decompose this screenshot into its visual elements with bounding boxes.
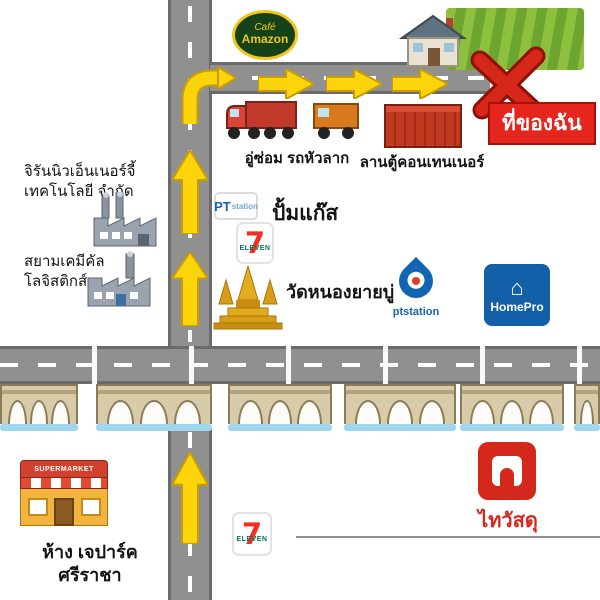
up-arrow (170, 250, 210, 331)
water (96, 424, 212, 431)
temple-label: วัดหนองยายบู่ (286, 282, 395, 302)
house-roof-icon (510, 277, 523, 300)
water (344, 424, 456, 431)
house-icon (396, 12, 470, 73)
my-place-label: ที่ของฉัน (488, 102, 596, 145)
pt-station-logo-large: ptstation (388, 256, 444, 318)
thaiwatsadu-logo (478, 442, 536, 500)
bridge (574, 384, 600, 424)
thaiwatsadu-label: ไทวัสดุ (478, 510, 538, 532)
water (460, 424, 564, 431)
factory-icon (86, 250, 152, 315)
supermarket-icon: SUPERMARKET (20, 460, 108, 526)
up-arrow (170, 148, 210, 239)
awning (20, 478, 108, 489)
water (0, 424, 78, 431)
door (54, 498, 74, 526)
trucks-image (222, 96, 362, 151)
right-arrow (257, 67, 317, 104)
bridge (228, 384, 332, 424)
road-segment-gaps (0, 346, 600, 384)
window (80, 498, 101, 516)
bridge (96, 384, 212, 424)
gas-station-label: ปั้มแก๊ส (272, 202, 339, 225)
truck-repair-label: อู่ซ่อม รถหัวลาก (244, 150, 350, 167)
window (27, 498, 48, 516)
factory-icon (92, 191, 158, 253)
rice-field-image (446, 8, 584, 70)
bridge (460, 384, 564, 424)
company-chemical-label: สยามเคมีคัล โลจิสติกส์ (24, 253, 105, 291)
container-yard-label: ลานตู้คอนเทนเนอร์ (359, 154, 485, 171)
bridge (0, 384, 78, 424)
thaiwatsadu-house-icon (492, 456, 522, 486)
seven-eleven-logo: 7 ELEVEN (236, 222, 274, 264)
seven-eleven-logo-bottom: 7 ELEVEN (232, 512, 272, 556)
pagoda-icon (212, 264, 284, 335)
main-road-band (0, 346, 600, 384)
homepro-logo: HomePro (484, 264, 550, 326)
container-image (384, 104, 462, 148)
water (228, 424, 332, 431)
cafe-amazon-logo: Café Amazon (232, 10, 298, 60)
pt-drop-icon (391, 256, 441, 306)
bridge (344, 384, 456, 424)
right-arrow (391, 67, 451, 104)
water (574, 424, 600, 431)
divider-line (296, 536, 600, 538)
right-arrow (325, 67, 385, 104)
up-arrow (170, 449, 210, 549)
turn-right-arrow (178, 64, 238, 129)
mall-label: ห้าง เจปาร์ค ศรีราชา (42, 542, 138, 586)
supermarket-sign: SUPERMARKET (20, 460, 108, 478)
storefront (20, 489, 108, 526)
